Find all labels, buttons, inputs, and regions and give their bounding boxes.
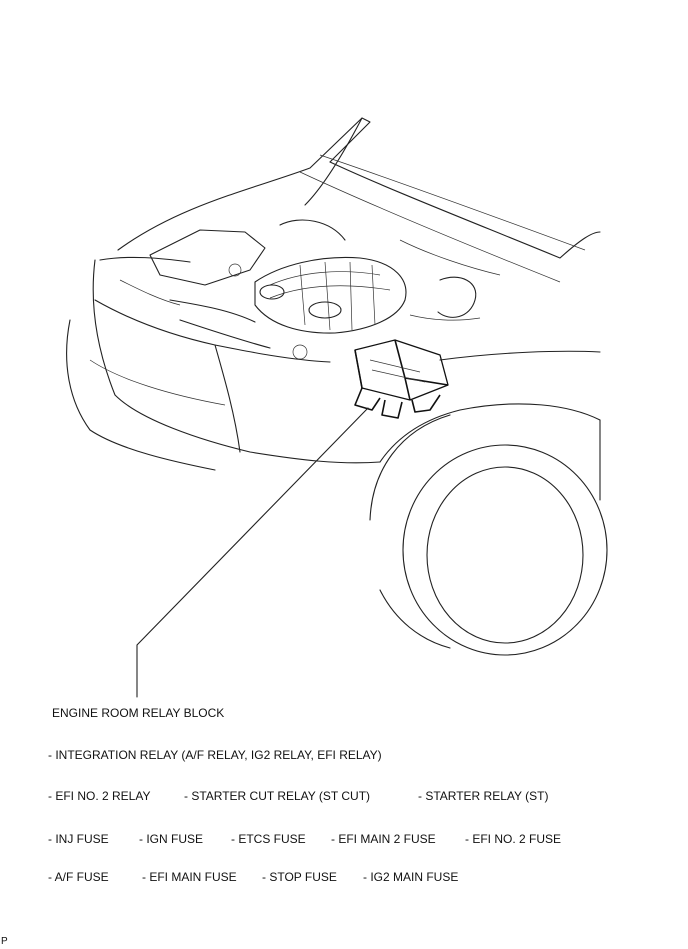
fender-and-wheel: [369, 350, 608, 656]
fuse-item-inj: - INJ FUSE: [48, 832, 109, 846]
fuse-item-af: - A/F FUSE: [48, 870, 109, 884]
fuse-item-efi-main: - EFI MAIN FUSE: [142, 870, 237, 884]
fuse-item-etcs: - ETCS FUSE: [231, 832, 306, 846]
fuse-item-efi-no2: - EFI NO. 2 FUSE: [465, 832, 562, 846]
engine-room-relay-block: [354, 339, 449, 419]
relay-item-efi-no2-relay: - EFI NO. 2 RELAY: [48, 789, 151, 803]
callout-title: ENGINE ROOM RELAY BLOCK: [52, 706, 225, 720]
fuse-item-stop: - STOP FUSE: [262, 870, 337, 884]
relay-list-line-1: - INTEGRATION RELAY (A/F RELAY, IG2 RELA…: [48, 748, 382, 762]
vehicle-engine-room-illustration: [66, 117, 608, 698]
relay-item-starter-relay: - STARTER RELAY (ST): [418, 789, 549, 803]
fuse-item-ign: - IGN FUSE: [139, 832, 204, 846]
fuse-item-efi-main-2: - EFI MAIN 2 FUSE: [331, 832, 436, 846]
engine: [119, 219, 501, 360]
front-bumper: [66, 256, 381, 471]
fuse-item-ig2-main: - IG2 MAIN FUSE: [363, 870, 459, 884]
hood: [117, 117, 601, 283]
footer-code: P: [1, 936, 8, 947]
relay-item-starter-cut-relay: - STARTER CUT RELAY (ST CUT): [184, 789, 371, 803]
leader-line: [136, 407, 369, 698]
